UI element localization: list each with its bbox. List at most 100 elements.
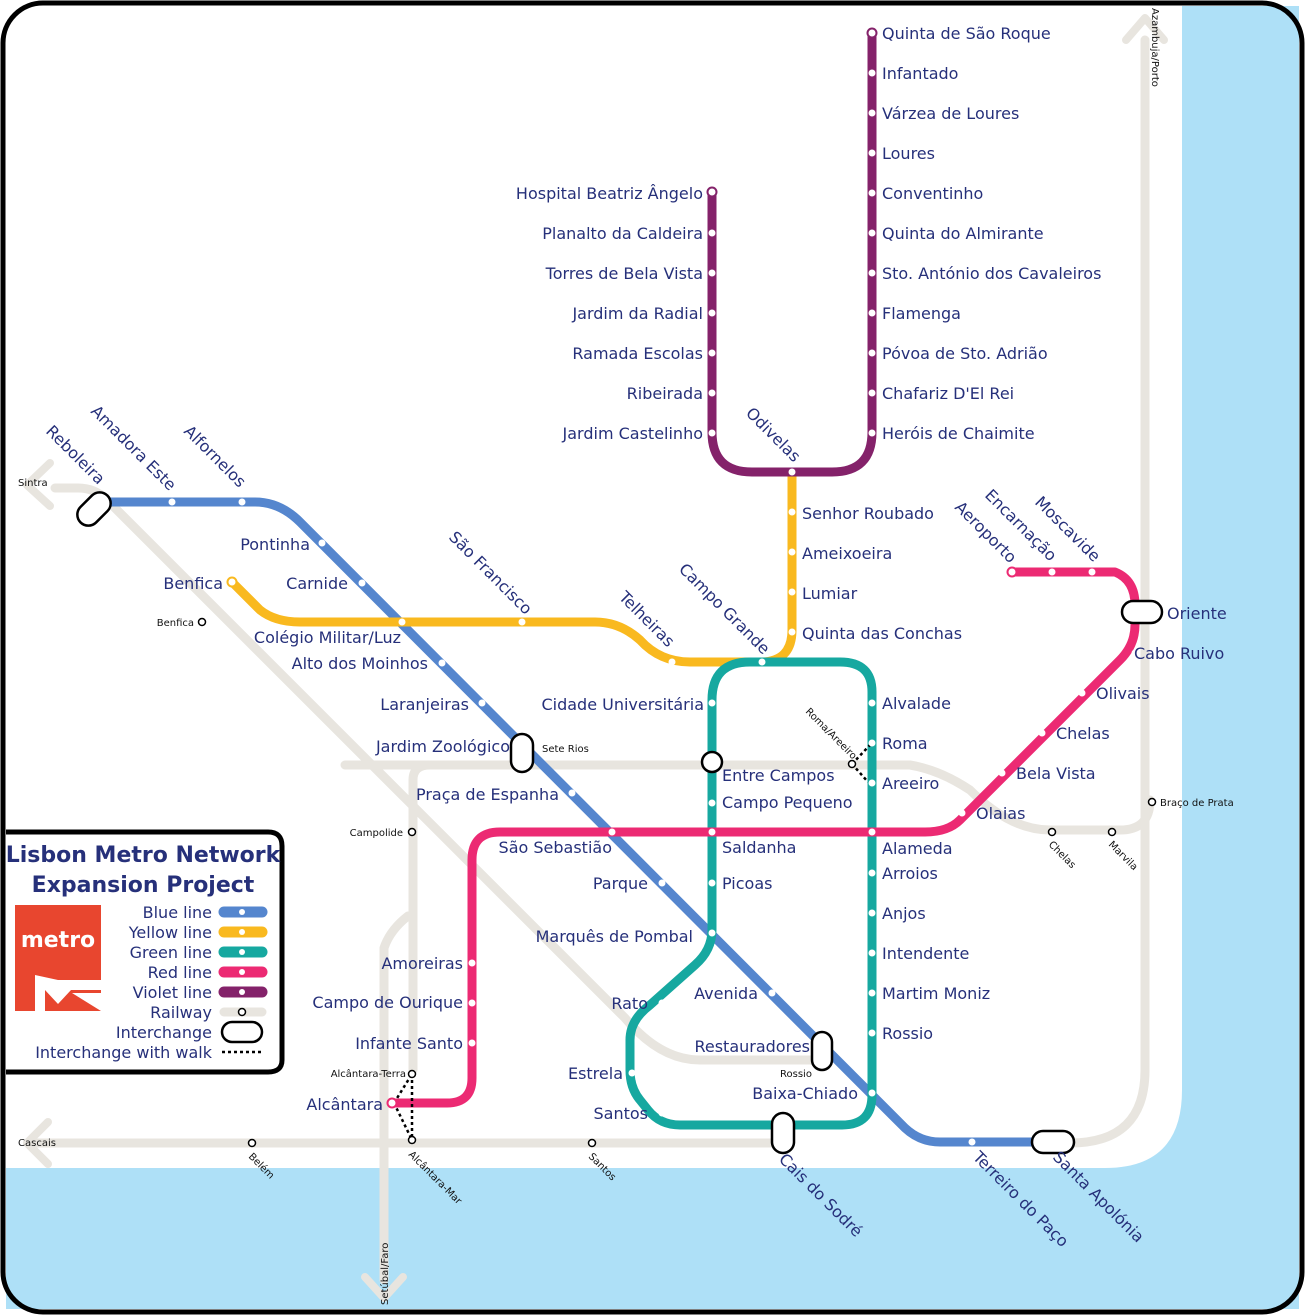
- label-pontinha: Pontinha: [240, 535, 310, 554]
- label-amoreiras: Amoreiras: [381, 954, 463, 973]
- label-restauradores: Restauradores: [694, 1037, 810, 1056]
- legend-walk-label: Interchange with walk: [35, 1043, 213, 1062]
- label-torres: Torres de Bela Vista: [545, 264, 703, 283]
- interchange-reboleira: [76, 491, 112, 527]
- label-ameixoeira: Ameixoeira: [802, 544, 892, 563]
- label-estrela: Estrela: [568, 1064, 623, 1083]
- metro-logo-text: metro: [21, 928, 95, 953]
- label-flamenga: Flamenga: [882, 304, 961, 323]
- interchange-restauradores: [810, 1030, 834, 1072]
- label-reboleira: Reboleira: [42, 421, 109, 488]
- walk-interchanges: [392, 744, 871, 1141]
- label-loures: Loures: [882, 144, 935, 163]
- legend-green-label: Green line: [130, 943, 212, 962]
- label-castelinho: Jardim Castelinho: [562, 424, 703, 443]
- label-planalto: Planalto da Caldeira: [542, 224, 703, 243]
- label-cidade-universitaria: Cidade Universitária: [541, 695, 704, 714]
- label-saldanha: Saldanha: [722, 838, 796, 857]
- label-olaias: Olaias: [976, 804, 1025, 823]
- interchange-santa-apolonia: [1030, 1129, 1076, 1155]
- label-alameda: Alameda: [882, 839, 953, 858]
- label-rato: Rato: [611, 994, 648, 1013]
- label-campo-pequeno: Campo Pequeno: [722, 793, 853, 812]
- label-colegio-militar: Colégio Militar/Luz: [254, 628, 401, 647]
- rail-setubal: Setúbal/Faro: [379, 1243, 391, 1305]
- railway-station-dots: [197, 617, 1157, 1148]
- legend-railway-label: Railway: [150, 1003, 212, 1022]
- legend-yellow-label: Yellow line: [128, 923, 212, 942]
- legend-box: [6, 829, 285, 1075]
- label-infante-santo: Infante Santo: [355, 1034, 463, 1053]
- label-jardim-radial: Jardim da Radial: [571, 304, 703, 323]
- label-laranjeiras: Laranjeiras: [380, 695, 469, 714]
- line-blue: [90, 497, 1057, 1147]
- label-marques: Marquês de Pombal: [536, 927, 693, 946]
- label-roma: Roma: [882, 734, 928, 753]
- label-santos: Santos: [594, 1104, 649, 1123]
- label-ribeirada: Ribeirada: [627, 384, 703, 403]
- label-chafariz: Chafariz D'El Rei: [882, 384, 1014, 403]
- legend-title-line1: Lisbon Metro Network: [6, 843, 282, 868]
- river-tagus: [6, 6, 1299, 1309]
- legend-violet-label: Violet line: [133, 983, 212, 1002]
- rail-campolide: Campolide: [350, 828, 403, 839]
- label-alvalade: Alvalade: [882, 694, 951, 713]
- label-carnide: Carnide: [286, 574, 348, 593]
- rail-roma-areeiro: Roma/Areeiro: [803, 706, 859, 762]
- label-conventinho: Conventinho: [882, 184, 983, 203]
- label-jardim-zoologico: Jardim Zoológico: [375, 737, 510, 756]
- rail-rossio: Rossio: [780, 1069, 812, 1080]
- label-sao-sebastiao: São Sebastião: [499, 838, 612, 857]
- label-hospital: Hospital Beatriz Ângelo: [516, 184, 703, 203]
- label-campo-grande: Campo Grande: [675, 559, 774, 658]
- interchange-cais-sodre: [770, 1111, 796, 1155]
- railway-arrows: [23, 14, 1168, 1302]
- label-bela-vista: Bela Vista: [1016, 764, 1096, 783]
- label-alcantara: Alcântara: [306, 1095, 383, 1114]
- rail-azambuja: Azambuja/Porto: [1149, 8, 1160, 87]
- rail-alcantara-terra: Alcântara-Terra: [331, 1068, 406, 1080]
- label-cabo-ruivo: Cabo Ruivo: [1134, 644, 1224, 663]
- label-quinta-almirante: Quinta do Almirante: [882, 224, 1044, 243]
- label-quinta-sao-roque: Quinta de São Roque: [882, 24, 1051, 43]
- label-campo-ourique: Campo de Ourique: [312, 993, 463, 1012]
- line-violet: [707, 28, 877, 477]
- label-senhor-roubado: Senhor Roubado: [802, 504, 934, 523]
- interchange-entre-campos: [700, 750, 724, 774]
- label-alfornelos: Alfornelos: [180, 421, 250, 491]
- label-parque: Parque: [593, 874, 648, 893]
- label-praca-espanha: Praça de Espanha: [416, 785, 559, 804]
- label-oriente: Oriente: [1167, 604, 1227, 623]
- label-olivais: Olivais: [1096, 684, 1150, 703]
- label-intendente: Intendente: [882, 944, 969, 963]
- rail-cascais: Cascais: [18, 1138, 56, 1149]
- rail-sintra: Sintra: [18, 478, 48, 489]
- label-avenida: Avenida: [694, 984, 758, 1003]
- label-baixa-chiado: Baixa-Chiado: [752, 1084, 858, 1103]
- interchange-capsules: [76, 491, 1164, 1155]
- metro-station-dots: [168, 69, 1139, 1146]
- interchange-oriente: [1120, 599, 1164, 625]
- label-ramada: Ramada Escolas: [572, 344, 703, 363]
- metro-logo: metro: [15, 905, 101, 1011]
- rail-marvila: Marvila: [1106, 839, 1140, 873]
- label-lumiar: Lumiar: [802, 584, 858, 603]
- label-herois: Heróis de Chaimite: [882, 424, 1035, 443]
- label-benfica: Benfica: [163, 574, 223, 593]
- rail-sete-rios: Sete Rios: [542, 744, 589, 755]
- label-entre-campos: Entre Campos: [722, 766, 835, 785]
- label-varzea-loures: Várzea de Loures: [882, 104, 1019, 123]
- label-anjos: Anjos: [882, 904, 926, 923]
- legend: Lisbon Metro Network Expansion Project m…: [6, 829, 285, 1075]
- label-arroios: Arroios: [882, 864, 938, 883]
- legend-blue-label: Blue line: [143, 903, 212, 922]
- legend-interchange-label: Interchange: [116, 1023, 212, 1042]
- label-sao-francisco: São Francisco: [445, 527, 536, 618]
- label-odivelas: Odivelas: [742, 403, 804, 465]
- label-infantado: Infantado: [882, 64, 958, 83]
- label-chelas: Chelas: [1056, 724, 1110, 743]
- label-picoas: Picoas: [722, 874, 772, 893]
- label-quinta-conchas: Quinta das Conchas: [802, 624, 962, 643]
